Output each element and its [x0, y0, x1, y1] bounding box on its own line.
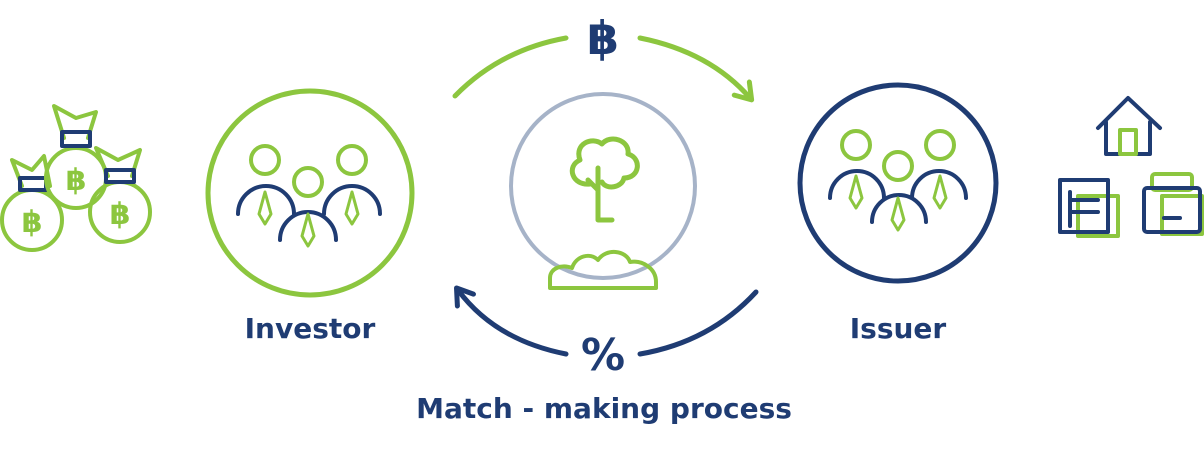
bottom-arc-arrow: [637, 289, 759, 357]
bag-baht-symbol: ฿: [22, 205, 43, 240]
bottom-arc-arrow-left: [454, 285, 569, 357]
top-arc-arrow-right: [637, 35, 755, 103]
investor-group-icon: [205, 88, 415, 298]
tree-growth-icon: [509, 92, 697, 290]
percent-symbol: %: [581, 330, 625, 381]
investor-label: Investor: [244, 312, 376, 345]
building-icon: [1058, 178, 1120, 238]
cycle-arrows: [452, 35, 759, 357]
briefcase-icon: [1142, 172, 1204, 236]
top-arc-arrow: [452, 35, 569, 99]
issuer-label: Issuer: [849, 312, 947, 345]
issuer-group-icon: [797, 82, 999, 284]
baht-symbol: ฿: [587, 11, 619, 65]
money-bag-left: ฿: [0, 154, 64, 252]
money-bag-right: ฿: [88, 146, 152, 244]
process-label: Match - making process: [416, 392, 792, 425]
assets-icon: [1058, 96, 1204, 238]
bag-baht-symbol: ฿: [110, 197, 131, 232]
house-icon: [1096, 96, 1162, 156]
money-bags-icon: ฿ ฿ ฿: [0, 104, 152, 252]
bag-baht-symbol: ฿: [66, 163, 87, 198]
